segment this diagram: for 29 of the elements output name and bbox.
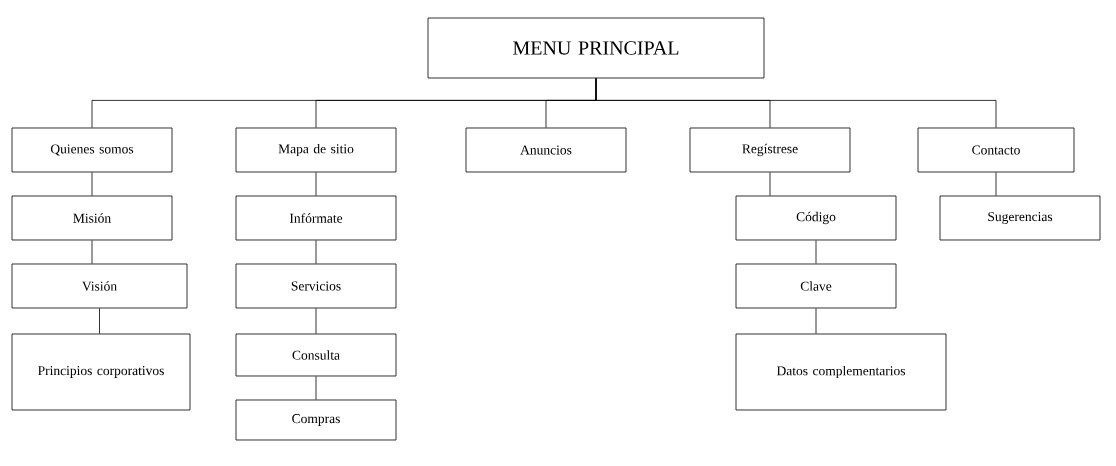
connector-line xyxy=(91,240,93,264)
menu-box: Compras xyxy=(235,399,397,441)
menu-box: Datos complementarios xyxy=(735,333,947,411)
menu-box: Quienes somos xyxy=(11,127,173,173)
menu-box: Mapa de sitio xyxy=(235,127,397,173)
menu-box: Sugerencias xyxy=(939,195,1101,241)
menu-box: Contacto xyxy=(917,127,1075,173)
connector-line xyxy=(769,172,771,196)
menu-box: Visión xyxy=(11,263,188,309)
connector-line xyxy=(815,240,817,264)
connector-line xyxy=(995,172,997,196)
menu-box: Consulta xyxy=(235,333,397,377)
connector-line xyxy=(815,308,817,334)
menu-box: Clave xyxy=(735,263,897,309)
menu-box: Misión xyxy=(11,195,173,241)
connector-line xyxy=(315,172,317,196)
menu-box: Infórmate xyxy=(235,195,397,241)
menu-box: Regístrese xyxy=(689,127,851,173)
connector-line xyxy=(99,308,100,334)
connector-line xyxy=(315,308,317,334)
connector-line xyxy=(315,240,317,264)
menu-box: Código xyxy=(735,195,897,241)
connector-line xyxy=(595,78,997,128)
connector-line xyxy=(315,376,317,400)
title-box: MENU PRINCIPAL xyxy=(427,17,765,79)
menu-box: Anuncios xyxy=(465,127,627,173)
connector-line xyxy=(91,172,93,196)
menu-box: Servicios xyxy=(235,263,397,309)
menu-box: Principios corporativos xyxy=(11,333,191,411)
